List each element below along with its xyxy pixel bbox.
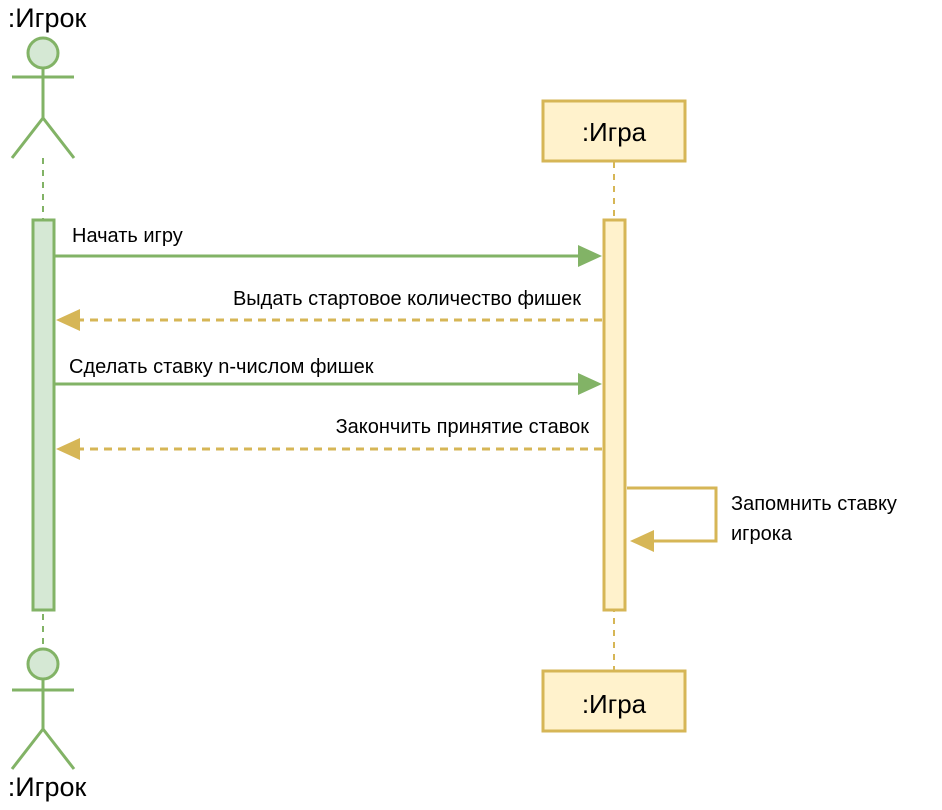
self-message-label-line-1: Запомнить ставку <box>731 493 897 515</box>
player-actor-bottom <box>10 647 76 770</box>
message-label-give-chips: Выдать стартовое количество фишек <box>233 288 581 310</box>
self-message-arrow <box>627 486 718 543</box>
message-label-end-bets: Закончить принятие ставок <box>336 416 590 438</box>
arrowhead-icon <box>578 373 602 395</box>
player-actor-name-top: :Игрок <box>8 3 87 33</box>
player-actor-top <box>10 36 76 159</box>
game-activation-bar <box>602 218 627 612</box>
game-object-name-top: :Игра <box>582 117 647 147</box>
message-label-start-game: Начать игру <box>72 225 183 247</box>
actor-head-icon <box>26 36 60 70</box>
game-object-box-top <box>541 99 687 163</box>
self-message-label: Запомнить ставку игрока <box>731 493 902 545</box>
message-label-place-bet: Сделать ставку n-числом фишек <box>69 356 374 378</box>
arrowhead-icon <box>56 309 80 331</box>
arrowhead-icon <box>56 438 80 460</box>
arrowhead-icon <box>630 530 654 552</box>
actor-head-icon <box>26 647 60 681</box>
self-message-label-line-2: игрока <box>731 523 793 545</box>
player-actor-name-bottom: :Игрок <box>8 772 87 802</box>
game-object-box-bottom <box>541 669 687 733</box>
arrowhead-icon <box>578 245 602 267</box>
player-activation-bar <box>31 218 56 612</box>
game-object-name-bottom: :Игра <box>582 689 647 719</box>
